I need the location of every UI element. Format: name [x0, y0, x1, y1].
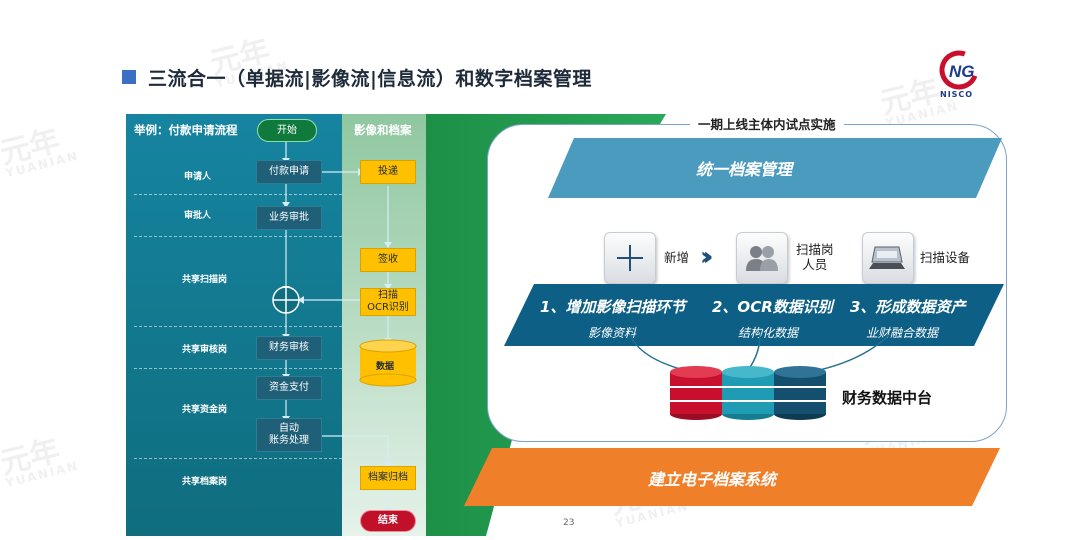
slide-title-block: 三流合一（单据流|影像流|信息流）和数字档案管理	[122, 62, 592, 92]
database-red-icon	[670, 366, 722, 420]
step-1-subtitle: 影像资料	[588, 326, 637, 340]
flow-node-end: 结束	[360, 510, 416, 532]
nisco-logo-icon: NG	[939, 50, 979, 90]
lane-funds: 共享资金岗	[182, 405, 228, 415]
finance-data-platform-label: 财务数据中台	[842, 389, 933, 407]
band-e-archive: 建立电子档案系统	[648, 470, 777, 489]
lane-approver: 审批人	[184, 211, 212, 221]
auto-posting-line1: 自动	[279, 423, 299, 434]
lane-divider	[134, 194, 342, 195]
lane-divider	[134, 368, 342, 369]
flow-node-review: 财务审核	[256, 336, 322, 360]
band-e-archive-bg	[464, 448, 1000, 506]
lane-divider	[134, 458, 342, 459]
flow-background	[126, 114, 666, 536]
label-scan-staff: 扫描岗 人员	[796, 242, 834, 272]
lane-scanning: 共享扫描岗	[182, 275, 228, 285]
step-2-subtitle: 结构化数据	[738, 326, 799, 340]
band-steps-bg	[504, 284, 1004, 346]
flow-node-archive: 档案归档	[360, 466, 416, 490]
step-2-title: 2、OCR数据识别	[712, 298, 833, 316]
flow-node-receive: 签收	[360, 248, 416, 272]
label-scanner: 扫描设备	[920, 250, 971, 265]
flow-node-approve: 业务审批	[256, 206, 322, 230]
users-icon	[736, 232, 788, 284]
flow-header-right: 影像和档案	[354, 123, 412, 137]
scanner-icon	[862, 232, 914, 284]
label-add: 新增	[664, 250, 690, 265]
band-unified-archive: 统一档案管理	[696, 160, 793, 179]
flow-panel: 举例：付款申请流程 影像和档案 申请人 审批人 共享扫描岗 共享审核岗 共享资金…	[126, 114, 666, 536]
pilot-frame-title: 一期上线主体内试点实施	[690, 114, 844, 133]
svg-text:NG: NG	[949, 62, 975, 81]
page-number: 23	[563, 518, 575, 528]
flow-node-data-label: 数据	[376, 362, 395, 372]
lane-divider	[134, 236, 342, 237]
band-unified-archive-bg	[548, 138, 1002, 198]
step-3-subtitle: 业财融合数据	[866, 326, 939, 340]
label-scan-staff-line1: 扫描岗	[796, 242, 834, 257]
flow-node-start: 开始	[257, 119, 317, 142]
auto-posting-line2: 账务处理	[269, 435, 309, 446]
chevron-right-icon: ››	[700, 242, 714, 272]
database-navy-icon	[774, 366, 826, 420]
lane-review: 共享审核岗	[182, 345, 228, 355]
merge-gateway	[272, 286, 300, 314]
flow-node-auto-posting: 自动 账务处理	[256, 418, 322, 452]
step-1-title: 1、增加影像扫描环节	[540, 298, 686, 316]
flow-header-left: 举例：付款申请流程	[134, 123, 238, 137]
plus-icon	[604, 232, 656, 284]
flow-node-submit: 投递	[360, 160, 416, 184]
lane-divider	[134, 326, 342, 327]
flow-node-apply: 付款申请	[256, 160, 322, 184]
flow-node-scan-ocr: 扫描 OCR识别	[360, 288, 416, 316]
title-bullet-square	[122, 70, 136, 84]
flow-node-pay: 资金支付	[256, 376, 322, 400]
step-3-title: 3、形成数据资产	[850, 298, 966, 316]
database-stack	[629, 333, 891, 420]
lane-archive: 共享档案岗	[182, 477, 228, 487]
scan-line1: 扫描	[378, 290, 398, 301]
slide-title: 三流合一（单据流|影像流|信息流）和数字档案管理	[148, 67, 592, 90]
logo-text: NISCO	[940, 90, 974, 99]
data-cylinder	[359, 339, 417, 387]
database-teal-icon	[722, 366, 774, 420]
lane-applicant: 申请人	[184, 172, 212, 182]
label-scan-staff-line2: 人员	[802, 257, 828, 272]
scan-line2: OCR识别	[367, 302, 409, 313]
